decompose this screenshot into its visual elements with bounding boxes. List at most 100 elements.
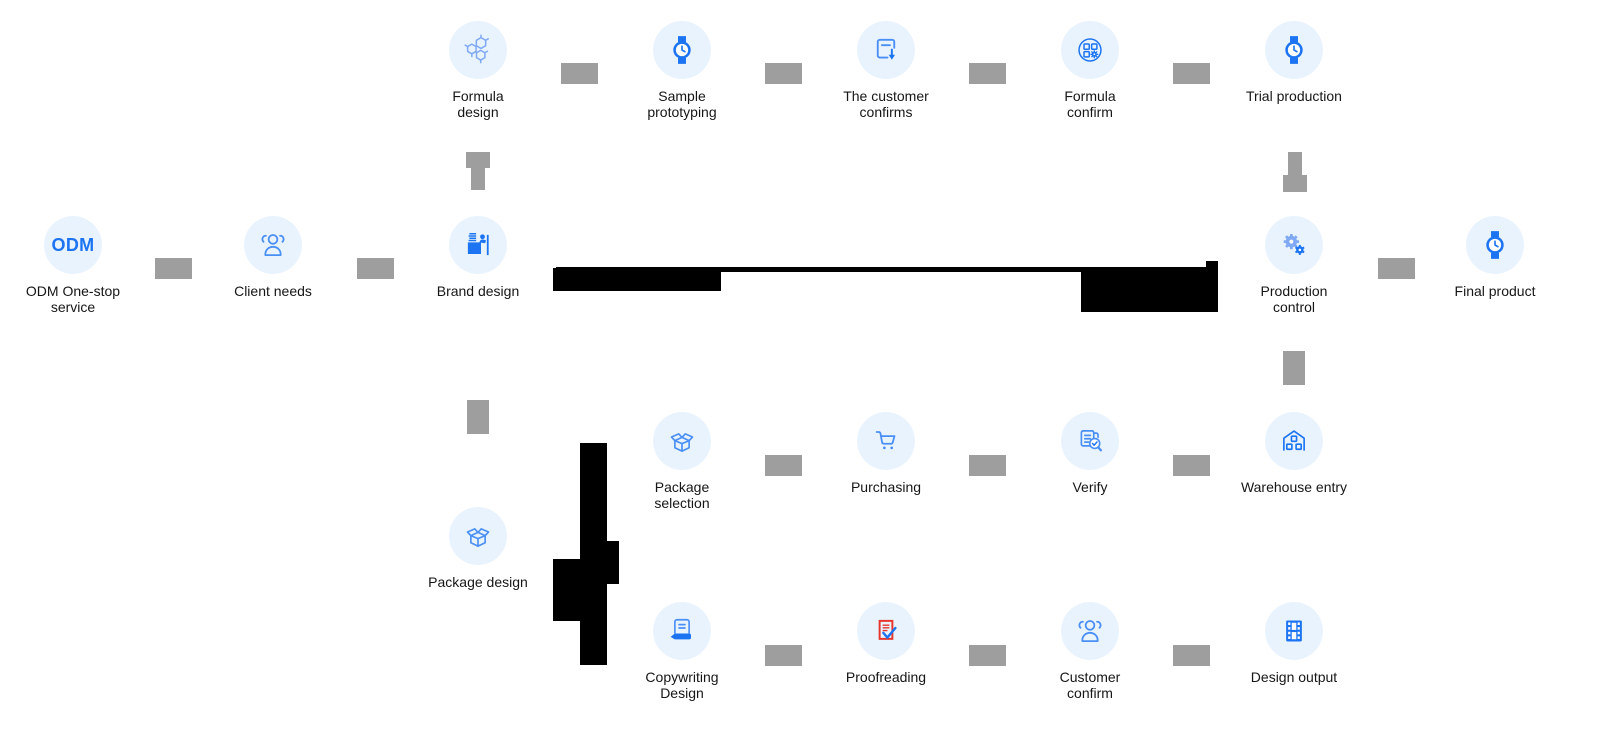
node-circle bbox=[449, 216, 507, 274]
document-magnifier-icon bbox=[1080, 429, 1102, 452]
node-label: Verify bbox=[1072, 479, 1108, 495]
redacted-flow-label bbox=[580, 443, 607, 665]
redacted-flow-label bbox=[1081, 269, 1218, 312]
node-circle bbox=[857, 602, 915, 660]
node-label: Purchasing bbox=[850, 479, 922, 495]
people-icon bbox=[1078, 620, 1102, 643]
flow-connector bbox=[765, 63, 802, 84]
node-label: Sample prototyping bbox=[647, 88, 717, 120]
node-label: Package design bbox=[428, 574, 528, 590]
node-label: ODM One-stop service bbox=[25, 283, 121, 315]
node-circle bbox=[857, 412, 915, 470]
node-label: Production control bbox=[1260, 283, 1328, 315]
node-circle bbox=[1265, 21, 1323, 79]
node-label: Client needs bbox=[234, 283, 312, 299]
flow-connector bbox=[357, 258, 394, 279]
node-circle bbox=[653, 602, 711, 660]
redacted-flow-label bbox=[553, 559, 581, 621]
node-customer-confirm: Customer confirm bbox=[1015, 602, 1165, 701]
node-package-selection: Package selection bbox=[607, 412, 757, 511]
open-box-icon bbox=[670, 433, 694, 452]
node-label: Warehouse entry bbox=[1240, 479, 1348, 495]
node-circle bbox=[1265, 412, 1323, 470]
open-box-icon bbox=[466, 528, 490, 547]
flow-connector bbox=[1173, 645, 1210, 666]
node-sample-prototyping: Sample prototyping bbox=[607, 21, 757, 120]
redacted-flow-label bbox=[553, 268, 721, 291]
node-circle bbox=[449, 507, 507, 565]
node-warehouse-entry: Warehouse entry bbox=[1219, 412, 1369, 495]
proofread-check-icon bbox=[878, 619, 897, 641]
node-copywriting-design: Copywriting Design bbox=[607, 602, 757, 701]
redacted-flow-label bbox=[607, 541, 619, 584]
node-circle bbox=[1265, 602, 1323, 660]
node-circle bbox=[1265, 216, 1323, 274]
redacted-flow-line bbox=[556, 267, 1218, 272]
node-label: Customer confirm bbox=[1059, 669, 1121, 701]
node-production-control: Production control bbox=[1219, 216, 1369, 315]
node-formula-confirm: Formula confirm bbox=[1015, 21, 1165, 120]
node-design-output: Design output bbox=[1219, 602, 1369, 685]
node-circle bbox=[1061, 21, 1119, 79]
flow-connector-vertical bbox=[467, 400, 489, 434]
flow-connector-vertical bbox=[1283, 351, 1305, 385]
node-circle bbox=[1061, 412, 1119, 470]
node-circle bbox=[1466, 216, 1524, 274]
people-icon bbox=[261, 234, 285, 257]
flow-connector bbox=[969, 645, 1006, 666]
node-odm-one-stop-service: ODM ODM One-stop service bbox=[0, 216, 148, 315]
node-circle bbox=[653, 21, 711, 79]
flow-arrow-up bbox=[466, 152, 490, 168]
node-circle bbox=[244, 216, 302, 274]
node-brand-design: Brand design bbox=[403, 216, 553, 299]
node-circle bbox=[1061, 602, 1119, 660]
node-package-design: Package design bbox=[403, 507, 553, 590]
flow-connector bbox=[1173, 63, 1210, 84]
node-circle bbox=[857, 21, 915, 79]
node-the-customer-confirms: The customer confirms bbox=[811, 21, 961, 120]
node-label: Brand design bbox=[436, 283, 520, 299]
flow-arrow-down bbox=[1288, 152, 1302, 175]
node-label: Package selection bbox=[654, 479, 710, 511]
node-label: Formula confirm bbox=[1064, 88, 1116, 120]
cart-icon bbox=[875, 431, 896, 451]
node-label: Design output bbox=[1250, 669, 1338, 685]
watch-icon bbox=[672, 35, 692, 65]
film-strip-icon bbox=[1286, 620, 1302, 642]
node-label: Trial production bbox=[1246, 88, 1342, 104]
node-label: Proofreading bbox=[845, 669, 927, 685]
flow-connector bbox=[561, 63, 598, 84]
flow-connector bbox=[1173, 455, 1210, 476]
flow-arrow-up bbox=[471, 168, 485, 190]
node-trial-production: Trial production bbox=[1219, 21, 1369, 104]
flow-connector bbox=[155, 258, 192, 279]
node-circle bbox=[449, 21, 507, 79]
node-proofreading: Proofreading bbox=[811, 602, 961, 685]
odm-badge: ODM bbox=[51, 234, 95, 255]
redacted-flow-label bbox=[1206, 261, 1218, 270]
node-final-product: Final product bbox=[1420, 216, 1570, 299]
designer-desk-icon bbox=[467, 233, 489, 256]
node-label: Final product bbox=[1454, 283, 1536, 299]
molecule-icon bbox=[464, 34, 489, 64]
flow-connector bbox=[765, 645, 802, 666]
warehouse-icon bbox=[1283, 430, 1305, 451]
document-pencil-icon bbox=[669, 618, 692, 641]
flow-connector bbox=[969, 63, 1006, 84]
flow-arrow-down bbox=[1283, 175, 1307, 192]
node-purchasing: Purchasing bbox=[811, 412, 961, 495]
flow-connector bbox=[1378, 258, 1415, 279]
node-circle bbox=[653, 412, 711, 470]
watch-icon bbox=[1284, 35, 1304, 65]
node-verify: Verify bbox=[1015, 412, 1165, 495]
node-client-needs: Client needs bbox=[198, 216, 348, 299]
node-label: Copywriting Design bbox=[645, 669, 719, 701]
document-download-icon bbox=[876, 38, 896, 61]
node-label: Formula design bbox=[452, 88, 504, 120]
flow-connector bbox=[969, 455, 1006, 476]
watch-icon bbox=[1485, 230, 1505, 260]
node-label: The customer confirms bbox=[843, 88, 929, 120]
components-gear-icon bbox=[1078, 38, 1102, 62]
gears-icon bbox=[1283, 234, 1305, 255]
